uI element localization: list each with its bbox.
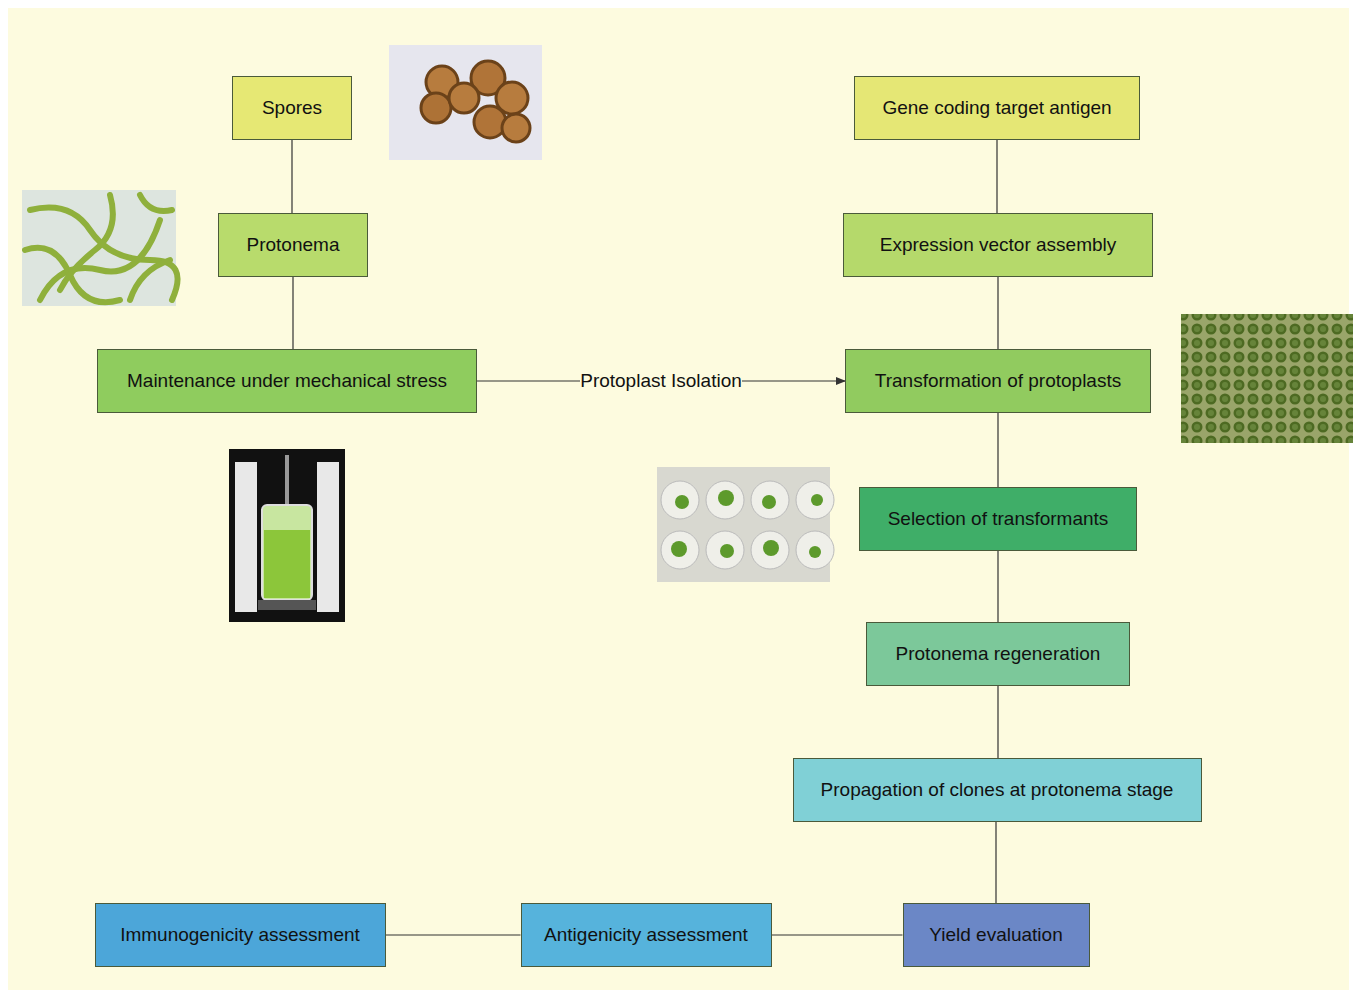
box-label: Maintenance under mechanical stress: [127, 370, 447, 392]
connector: [995, 822, 996, 903]
connector: [386, 934, 521, 935]
process-box: Immunogenicity assessment: [95, 903, 386, 967]
bioreactor-photo: [229, 449, 345, 622]
connector: [997, 686, 998, 758]
process-box: Antigenicity assessment: [521, 903, 772, 967]
box-label: Transformation of protoplasts: [875, 370, 1121, 392]
spores-photo: [389, 45, 542, 160]
process-box: Selection of transformants: [859, 487, 1137, 551]
connector: [997, 277, 998, 349]
protoplasts-photo: [1181, 314, 1353, 443]
process-box: Protonema regeneration: [866, 622, 1130, 686]
connector: [996, 140, 997, 213]
process-box: Gene coding target antigen: [854, 76, 1140, 140]
box-label: Propagation of clones at protonema stage: [821, 779, 1174, 801]
box-label: Protonema: [247, 234, 340, 256]
box-label: Expression vector assembly: [880, 234, 1117, 256]
connector: [291, 140, 292, 213]
edge-label: Protoplast Isolation: [580, 370, 742, 391]
edge-label-box: Protoplast Isolation: [580, 358, 742, 404]
process-box: Propagation of clones at protonema stage: [793, 758, 1202, 822]
process-box: Protonema: [218, 213, 368, 277]
box-label: Gene coding target antigen: [882, 97, 1111, 119]
box-label: Immunogenicity assessment: [120, 924, 360, 946]
box-label: Yield evaluation: [929, 924, 1062, 946]
process-box: Transformation of protoplasts: [845, 349, 1151, 413]
box-label: Spores: [262, 97, 322, 119]
connector: [772, 934, 903, 935]
process-box: Expression vector assembly: [843, 213, 1153, 277]
process-box: Spores: [232, 76, 352, 140]
connector: [292, 277, 293, 349]
well-plate-photo: [657, 467, 834, 582]
connector: [997, 551, 998, 622]
box-label: Selection of transformants: [888, 508, 1109, 530]
process-box: Yield evaluation: [903, 903, 1090, 967]
box-label: Antigenicity assessment: [544, 924, 748, 946]
connector: [997, 413, 998, 487]
process-box: Maintenance under mechanical stress: [97, 349, 477, 413]
protonema-photo: [22, 190, 178, 306]
box-label: Protonema regeneration: [896, 643, 1101, 665]
